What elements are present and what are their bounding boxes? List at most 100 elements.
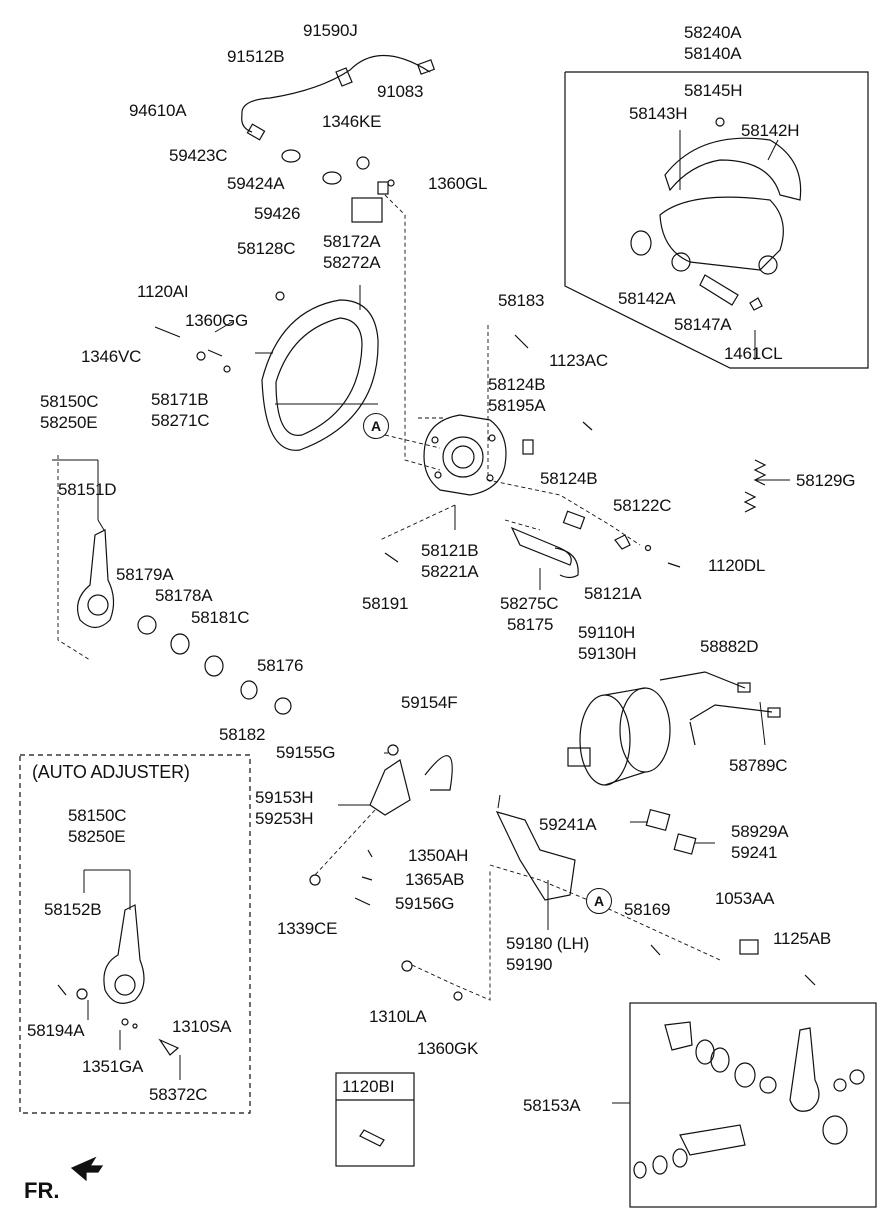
- part-label[interactable]: 58121A: [584, 584, 642, 603]
- part-label[interactable]: 58176: [257, 656, 304, 675]
- part-label[interactable]: 1123AC: [549, 351, 608, 370]
- part-label[interactable]: 58151D: [58, 480, 117, 499]
- part-label[interactable]: 58153A: [523, 1096, 581, 1115]
- part-label[interactable]: 58272A: [323, 253, 381, 272]
- part-label[interactable]: 58221A: [421, 562, 479, 581]
- part-label[interactable]: 59180 (LH) 59190: [506, 933, 589, 975]
- part-label[interactable]: 91512B: [227, 47, 285, 66]
- part-label[interactable]: 91083: [377, 82, 424, 101]
- part-label[interactable]: 58194A: [27, 1021, 85, 1040]
- part-label[interactable]: 58150C: [40, 392, 99, 411]
- part-label[interactable]: 58195A: [488, 396, 546, 415]
- part-label[interactable]: 58250E: [40, 413, 98, 432]
- part-label[interactable]: 58128C: [237, 239, 296, 258]
- part-label[interactable]: 1346KE: [322, 112, 382, 131]
- part-label[interactable]: 58171B 58271C: [151, 389, 210, 431]
- part-label[interactable]: 59130H: [578, 644, 637, 663]
- part-label[interactable]: 58172A 58272A: [323, 231, 381, 273]
- part-label[interactable]: 59110H: [578, 623, 636, 642]
- part-label[interactable]: 59180 (LH): [506, 934, 590, 953]
- part-label[interactable]: 1346VC: [81, 347, 142, 366]
- part-label[interactable]: 1360GG: [185, 311, 249, 330]
- part-label[interactable]: 58140A: [684, 44, 742, 63]
- part-label[interactable]: 58178A: [155, 586, 213, 605]
- part-label[interactable]: 58129G: [796, 471, 856, 490]
- part-label[interactable]: 58145H: [684, 81, 743, 100]
- part-label[interactable]: 58789C: [729, 756, 788, 775]
- part-label[interactable]: 58181C: [191, 608, 250, 627]
- part-label[interactable]: 58179A: [116, 565, 174, 584]
- slack-adjuster: [77, 529, 115, 629]
- part-label[interactable]: 1360GL: [428, 174, 488, 193]
- part-label[interactable]: 59153H 59253H: [255, 787, 314, 829]
- part-label[interactable]: 58152B: [44, 900, 102, 919]
- part-label[interactable]: 58169: [624, 900, 671, 919]
- part-label[interactable]: 58121B 58221A: [421, 540, 479, 582]
- part-label[interactable]: 58150C 58250E: [68, 805, 127, 847]
- part-label[interactable]: 58150C: [68, 806, 127, 825]
- part-label[interactable]: 58122C: [613, 496, 672, 515]
- front-arrow: [70, 1156, 104, 1182]
- part-label[interactable]: 58150C 58250E: [40, 391, 99, 433]
- part-label[interactable]: 58191: [362, 594, 409, 613]
- part-label[interactable]: 1339CE: [277, 919, 338, 938]
- part-label[interactable]: 59253H: [255, 809, 314, 828]
- part-label[interactable]: 1310SA: [172, 1017, 232, 1036]
- part-label[interactable]: 58929A: [731, 822, 789, 841]
- part-label[interactable]: 1351GA: [82, 1057, 144, 1076]
- part-label[interactable]: 58182: [219, 725, 266, 744]
- part-label[interactable]: 94610A: [129, 101, 187, 120]
- part-label[interactable]: 1310LA: [369, 1007, 427, 1026]
- part-label[interactable]: 59241: [731, 843, 778, 862]
- part-label[interactable]: 59110H 59130H: [578, 622, 637, 664]
- part-label[interactable]: 58882D: [700, 637, 759, 656]
- part-label[interactable]: 58124B: [540, 469, 598, 488]
- repair-kit-box: [629, 1002, 877, 1208]
- part-label[interactable]: 1120AI: [137, 282, 189, 301]
- part-label[interactable]: 58240A: [684, 23, 742, 42]
- part-label[interactable]: 58275C 58175: [500, 593, 559, 635]
- part-label[interactable]: 1461CL: [724, 344, 783, 363]
- part-label[interactable]: 58183: [498, 291, 545, 310]
- part-label[interactable]: 58142A: [618, 289, 676, 308]
- part-label[interactable]: 58175: [507, 615, 554, 634]
- part-label[interactable]: 58147A: [674, 315, 732, 334]
- callout-marker-a: A: [586, 888, 612, 914]
- part-label[interactable]: 1360GK: [417, 1039, 479, 1058]
- part-label[interactable]: 1125AB: [773, 929, 832, 948]
- part-label[interactable]: 58124B 58195A: [488, 374, 546, 416]
- part-label[interactable]: 1053AA: [715, 889, 775, 908]
- auto-adjuster-box: [19, 754, 251, 1114]
- part-label[interactable]: 1120DL: [708, 556, 766, 575]
- brake-shoe: [664, 137, 802, 201]
- part-label[interactable]: 58121B: [421, 541, 479, 560]
- chamber-mount-bracket: [495, 811, 576, 901]
- part-label[interactable]: 59153H: [255, 788, 314, 807]
- part-label[interactable]: 59423C: [169, 146, 228, 165]
- sensor-cable: [241, 54, 431, 133]
- part-label[interactable]: 58172A: [323, 232, 381, 251]
- part-label[interactable]: 91590J: [303, 21, 358, 40]
- part-label[interactable]: 58240A 58140A: [684, 22, 742, 64]
- part-label[interactable]: 58271C: [151, 411, 210, 430]
- part-label[interactable]: 58929A 59241: [731, 821, 789, 863]
- part-label[interactable]: 59155G: [276, 743, 336, 762]
- part-label[interactable]: 58372C: [149, 1085, 208, 1104]
- part-label[interactable]: 59190: [506, 955, 553, 974]
- part-label[interactable]: 58142H: [741, 121, 800, 140]
- part-label[interactable]: 58124B: [488, 375, 546, 394]
- part-label[interactable]: 58250E: [68, 827, 126, 846]
- part-label[interactable]: 59424A: [227, 174, 285, 193]
- part-label[interactable]: 58171B: [151, 390, 209, 409]
- part-label[interactable]: 58143H: [629, 104, 688, 123]
- part-label[interactable]: 59241A: [539, 815, 597, 834]
- part-label[interactable]: 59426: [254, 204, 301, 223]
- part-label[interactable]: 1365AB: [405, 870, 465, 889]
- part-label[interactable]: 59156G: [395, 894, 455, 913]
- part-label[interactable]: 58275C: [500, 594, 559, 613]
- callout-marker-a: A: [363, 413, 389, 439]
- part-label[interactable]: 59154F: [401, 693, 458, 712]
- auto-slack-adjuster: [103, 904, 145, 1004]
- part-label[interactable]: 1350AH: [408, 846, 469, 865]
